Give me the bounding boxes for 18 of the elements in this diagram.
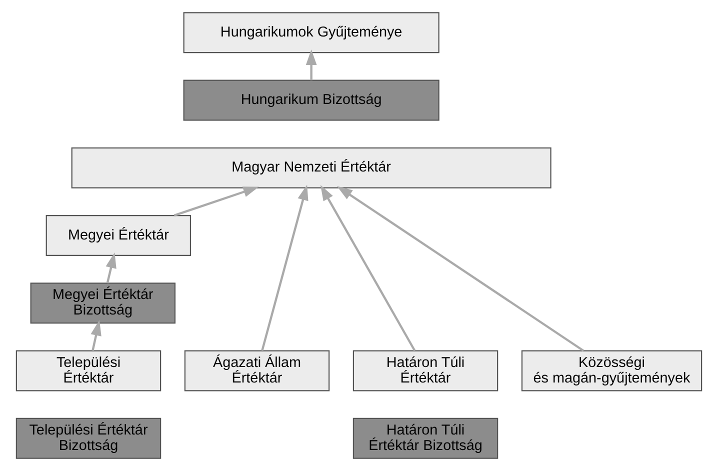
- arrow: [305, 49, 316, 80]
- node-box: Hungarikumok Gyűjteménye: [182, 12, 439, 54]
- node-box: Közösségi és magán-gyűjtemények: [520, 350, 702, 392]
- node-box: Megyei Értéktár: [45, 214, 191, 256]
- node-box: Települési Értéktár: [15, 350, 161, 392]
- node-box: Települési Értéktár Bizottság: [15, 418, 161, 459]
- arrow: [260, 184, 308, 352]
- node-box: Hungarikum Bizottság: [182, 80, 439, 121]
- node-box: Ágazati Állam Értéktár: [184, 350, 330, 392]
- node-box: Határon Túli Értéktár: [352, 350, 498, 392]
- arrow: [173, 186, 258, 217]
- node-box: Magyar Nemzeti Értéktár: [70, 147, 551, 188]
- arrow: [105, 252, 116, 284]
- node-box: Megyei Értéktár Bizottság: [30, 282, 176, 324]
- arrow: [336, 186, 584, 352]
- arrow: [90, 320, 101, 351]
- node-box: Határon Túli Értéktár Bizottság: [352, 418, 498, 459]
- arrow: [320, 185, 416, 352]
